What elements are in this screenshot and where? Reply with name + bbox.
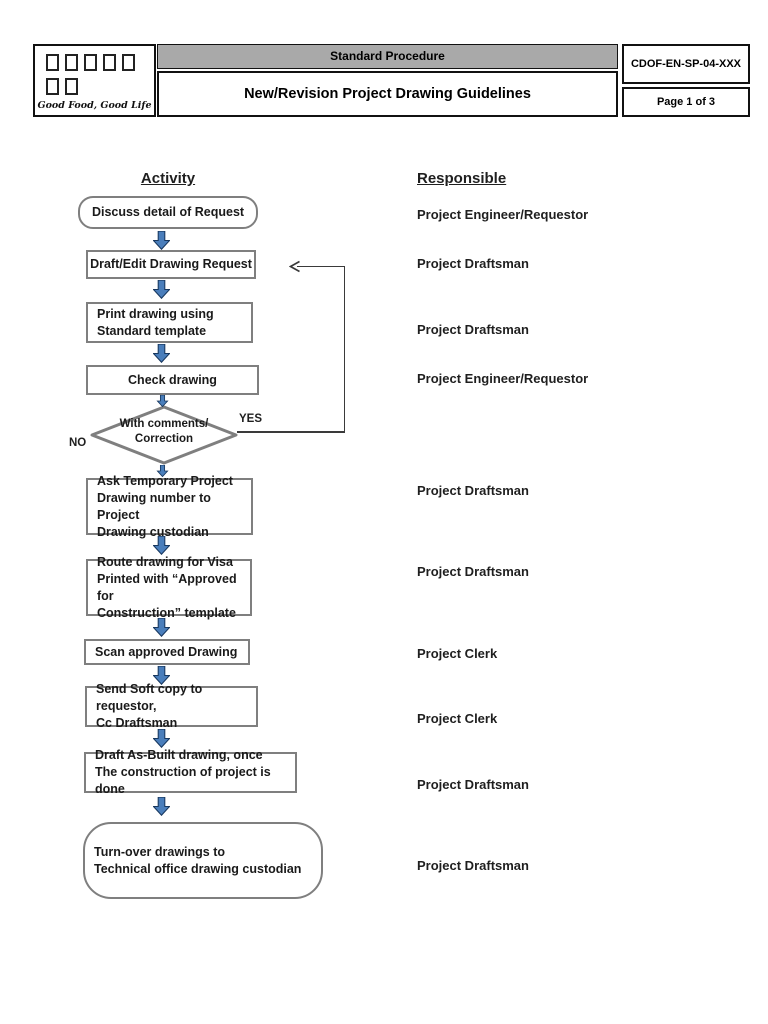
responsible-column-heading: Responsible	[417, 170, 507, 187]
responsible-label: Project Draftsman	[417, 322, 529, 337]
yes-feedback-line	[237, 431, 345, 433]
responsible-label: Project Draftsman	[417, 858, 529, 873]
decision-diamond	[90, 405, 238, 465]
down-arrow-icon	[153, 729, 170, 748]
flow-step-ask-temporary-number: Ask Temporary Project Drawing number to …	[86, 474, 253, 539]
decision-yes-label: YES	[239, 413, 263, 425]
flow-step-discuss-request: Discuss detail of Request	[78, 196, 258, 229]
page-number: Page 1 of 3	[622, 87, 750, 117]
left-arrowhead-icon	[289, 260, 300, 273]
responsible-label: Project Draftsman	[417, 483, 529, 498]
down-arrow-icon	[153, 618, 170, 637]
down-arrow-icon	[153, 231, 170, 250]
activity-column-heading: Activity	[140, 170, 196, 187]
responsible-label: Project Engineer/Requestor	[417, 207, 589, 222]
flow-step-draft-edit-request: Draft/Edit Drawing Request	[86, 250, 256, 279]
yes-feedback-line	[297, 266, 345, 432]
flow-step-turn-over-drawings: Turn-over drawings to Technical office d…	[83, 822, 323, 899]
procedure-type-cell: Standard Procedure	[157, 44, 618, 69]
responsible-label: Project Draftsman	[417, 777, 529, 792]
logo-tagline: Good Food, Good Life	[37, 100, 152, 111]
logo-glyph-row	[46, 54, 135, 71]
logo-glyph-box	[103, 54, 116, 71]
document-title: New/Revision Project Drawing Guidelines	[157, 71, 618, 117]
down-arrow-icon	[153, 280, 170, 299]
responsible-label: Project Clerk	[417, 646, 498, 661]
logo-glyph-box	[84, 54, 97, 71]
flow-step-print-drawing: Print drawing using Standard template	[86, 302, 253, 343]
down-arrow-icon	[153, 344, 170, 363]
down-arrow-icon	[153, 536, 170, 555]
flow-step-send-soft-copy: Send Soft copy to requestor, Cc Draftsma…	[85, 682, 258, 730]
document-code: CDOF-EN-SP-04-XXX	[622, 44, 750, 84]
logo-glyph-box	[122, 54, 135, 71]
responsible-label: Project Draftsman	[417, 564, 529, 579]
flow-step-route-for-visa: Route drawing for Visa Printed with “App…	[86, 555, 252, 620]
logo-glyph-box	[65, 78, 78, 95]
decision-text: With comments/ Correction	[119, 418, 209, 445]
responsible-label: Project Clerk	[417, 711, 498, 726]
flow-step-draft-as-built: Draft As-Built drawing, once The constru…	[84, 748, 297, 796]
down-arrow-icon	[156, 465, 169, 477]
logo-glyph-row	[46, 78, 78, 95]
flow-step-scan-approved: Scan approved Drawing	[84, 639, 250, 665]
logo-glyph-box	[46, 78, 59, 95]
flow-step-check-drawing: Check drawing	[86, 365, 259, 395]
responsible-label: Project Engineer/Requestor	[417, 371, 589, 386]
down-arrow-icon	[153, 797, 170, 816]
down-arrow-icon	[156, 395, 169, 407]
down-arrow-icon	[153, 666, 170, 685]
logo-glyph-box	[65, 54, 78, 71]
responsible-label: Project Draftsman	[417, 256, 529, 271]
logo-glyph-box	[46, 54, 59, 71]
decision-no-label: NO	[69, 437, 87, 449]
logo-cell: Good Food, Good Life	[33, 44, 156, 117]
